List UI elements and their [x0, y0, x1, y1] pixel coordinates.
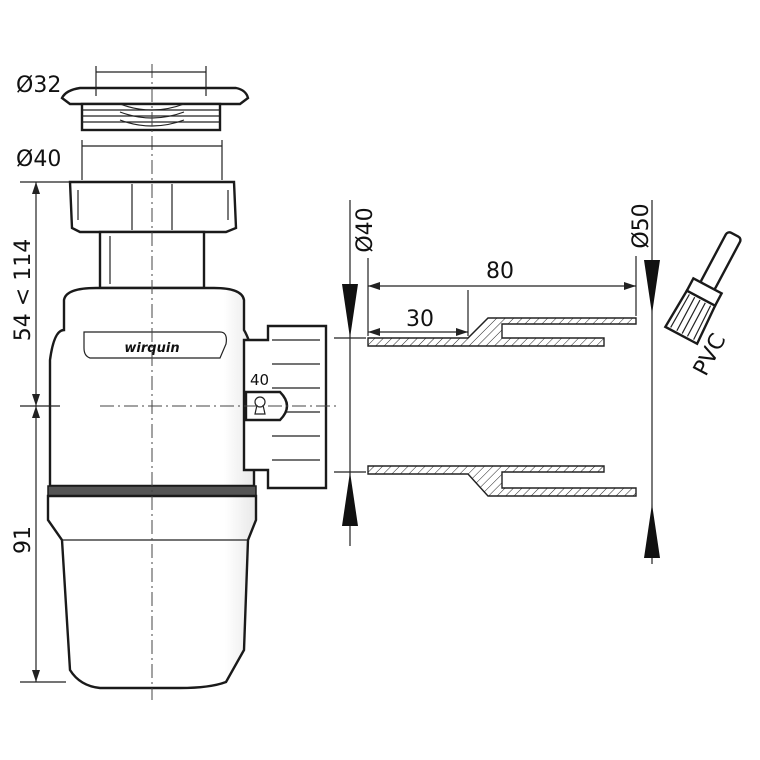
- brand-logo: wirquin: [124, 341, 179, 356]
- drain-plug-cap: [60, 86, 250, 106]
- left-dimensions: Ø32 Ø40 54 < 114 91: [11, 66, 223, 683]
- port-size-label: 40: [250, 371, 269, 389]
- brand-panel: [83, 331, 227, 359]
- dim-len80: 80: [486, 259, 514, 284]
- pipe-wall-upper: [367, 317, 637, 347]
- siphon-body: wirquin 40: [46, 86, 328, 690]
- dim-len30: 30: [406, 307, 434, 332]
- glue-brush-icon: [663, 231, 742, 346]
- arrow-d40-bottom: [342, 472, 358, 526]
- keyhole-icon: [254, 396, 266, 408]
- center-lines: [100, 64, 340, 700]
- inlet-nut: [68, 180, 238, 234]
- dim-d40-pipe: Ø40: [353, 207, 378, 252]
- dim-height-low: 91: [11, 526, 36, 554]
- dim-height-range: 54 < 114: [11, 239, 36, 341]
- pipe-section: Ø40 Ø50 80 30: [334, 200, 660, 564]
- dim-d40-top: Ø40: [16, 147, 61, 172]
- arrow-d40-top: [342, 284, 358, 338]
- arrow-d50-top: [644, 260, 660, 314]
- nut-ribs: [272, 339, 320, 461]
- dim-d50-pipe: Ø50: [629, 203, 654, 248]
- dim-d32: Ø32: [16, 73, 61, 98]
- arrow-d50-bottom: [644, 504, 660, 558]
- pipe-wall-lower: [367, 465, 637, 497]
